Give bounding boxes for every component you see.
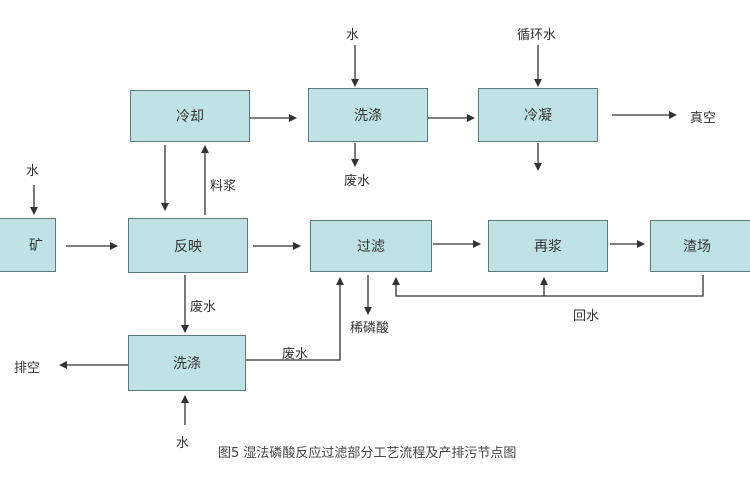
label-filter-output: 稀磷酸 (350, 321, 390, 336)
node-cooling: 冷却 (130, 90, 250, 142)
label-waste-water-right: 废水 (282, 347, 309, 362)
node-ore-label: 矿 (29, 238, 43, 254)
label-slurry: 料浆 (210, 179, 237, 194)
node-yard-label: 渣场 (683, 239, 711, 255)
node-yard: 渣场 (650, 220, 750, 272)
return-water-line (392, 275, 704, 297)
node-filter-label: 过滤 (357, 239, 385, 255)
label-water-bottom: 水 (176, 436, 190, 451)
node-condense-label: 冷凝 (524, 108, 552, 124)
label-water-top: 水 (346, 28, 360, 43)
label-water-left: 水 (26, 164, 40, 179)
node-reaction: 反映 (128, 218, 248, 273)
node-ore: 矿 (0, 218, 56, 272)
label-waste-water-top: 废水 (344, 174, 371, 189)
label-circulating-water: 循环水 (517, 28, 557, 43)
label-emission: 排空 (14, 361, 41, 376)
node-condense: 冷凝 (478, 88, 598, 142)
label-vacuum: 真空 (690, 111, 717, 126)
label-waste-water-mid: 废水 (190, 300, 217, 315)
figure-caption: 图5 湿法磷酸反应过滤部分工艺流程及产排污节点图 (218, 446, 517, 461)
node-reaction-label: 反映 (174, 238, 202, 255)
node-reslurry: 再浆 (488, 220, 608, 272)
label-return-water: 回水 (573, 309, 600, 324)
arrow-bottomwash-to-filter (243, 277, 344, 361)
node-wash-top: 洗涤 (308, 88, 428, 142)
node-cooling-label: 冷却 (176, 109, 204, 125)
node-wash-bottom: 洗涤 (128, 335, 246, 391)
node-reslurry-label: 再浆 (534, 239, 562, 255)
node-filter: 过滤 (310, 220, 432, 272)
node-wash-top-label: 洗涤 (354, 108, 382, 124)
node-wash-bottom-label: 洗涤 (173, 356, 201, 372)
